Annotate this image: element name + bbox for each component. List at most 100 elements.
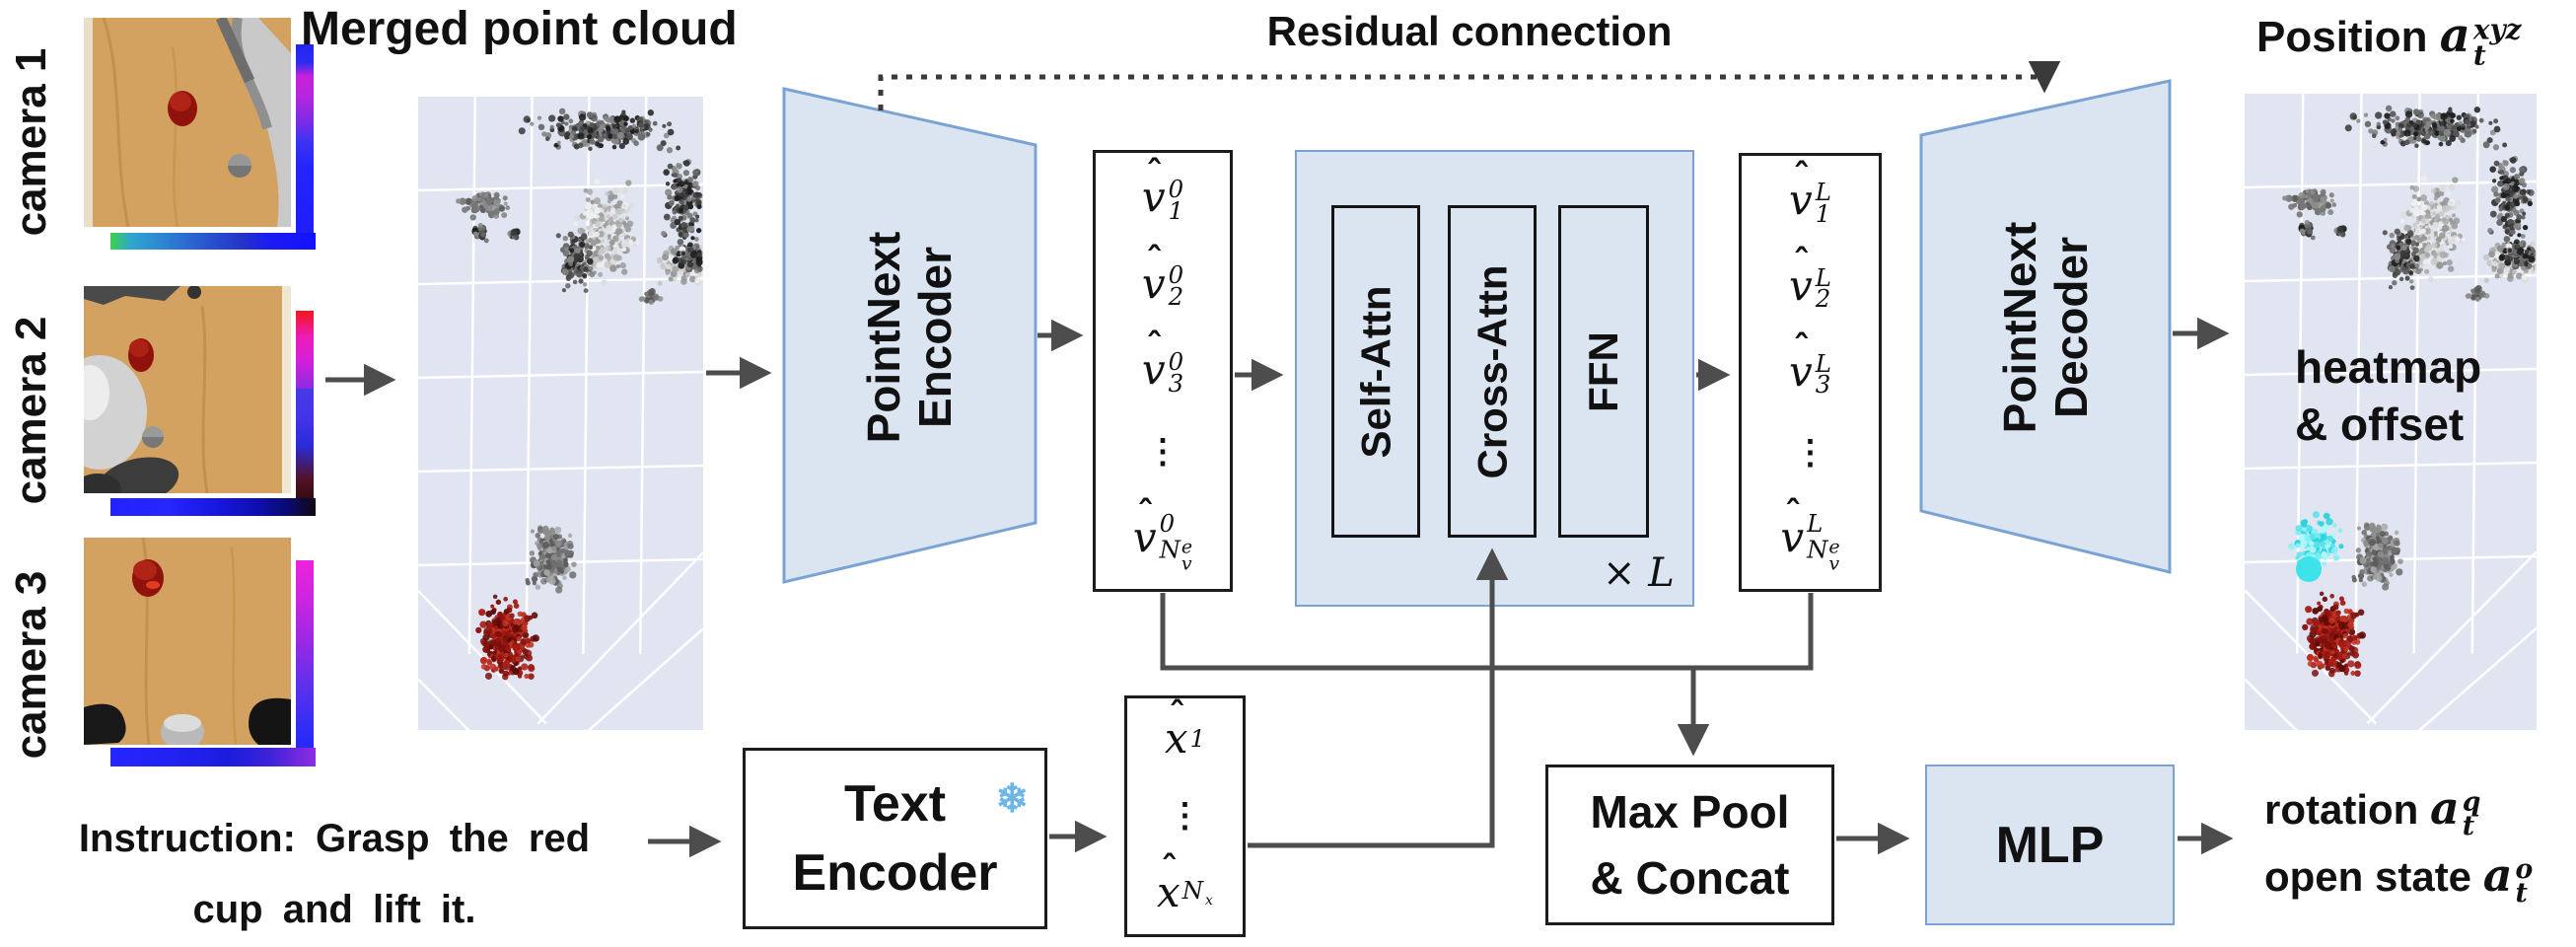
token-sub: 1	[1168, 195, 1184, 225]
token-sub: 3	[1168, 368, 1184, 398]
rotation-word: rotation	[2264, 786, 2419, 833]
snowflake-frozen-icon: ❄	[995, 777, 1029, 821]
token-sub-nsub: v	[1828, 552, 1840, 575]
max-pool-line1: Max Pool	[1590, 785, 1790, 838]
cross-attn-box: Cross-Attn	[1448, 205, 1537, 538]
token-vdots: ⋮	[1793, 433, 1827, 472]
token-sup: 0	[1168, 260, 1184, 290]
cross-attn-label: Cross-Attn	[1468, 264, 1515, 478]
camera1-depth-colorbar-horizontal	[110, 233, 316, 250]
instruction-line2: cup and lift it.	[192, 888, 476, 931]
token-base: x	[1164, 714, 1188, 763]
hat-glyph: ˆ	[1145, 326, 1164, 368]
token-base: a	[2439, 8, 2470, 63]
output-point-cloud-panel	[2245, 94, 2537, 730]
token-base: v	[1789, 176, 1813, 224]
repeat-count-L: L	[1648, 550, 1675, 596]
output-point-cloud-plot	[2245, 94, 2537, 730]
token-sup: 0	[1168, 346, 1184, 376]
camera3-depth-colorbar-vertical	[296, 560, 314, 765]
text-encoder-line1: Text	[843, 774, 947, 833]
hat-glyph: ˆ	[1136, 493, 1155, 536]
token-sup: 0	[1159, 508, 1176, 538]
token-base: x	[1157, 868, 1181, 916]
pointnext-decoder-label: PointNext Decoder	[1976, 101, 2114, 554]
token-sub-N: N	[1159, 535, 1181, 564]
mlp-box: MLP	[1925, 765, 2175, 925]
token-base: a	[2429, 781, 2460, 835]
camera1-image	[84, 18, 291, 227]
camera1-depth-colorbar-vertical	[296, 44, 314, 248]
token-sub: t	[2472, 37, 2486, 71]
pointnext-encoder-label: PointNext Encoder	[840, 110, 978, 564]
hat-glyph: ˆ	[1792, 241, 1811, 283]
hat-glyph: ˆ	[1168, 694, 1186, 737]
token-sub-nsub: x	[1205, 892, 1213, 909]
token-sup: o	[2515, 854, 2534, 886]
position-word: Position	[2256, 13, 2428, 61]
token-base: v	[1141, 345, 1166, 395]
camera2-label: camera 2	[6, 312, 57, 509]
ffn-label: FFN	[1580, 330, 1626, 412]
token-base: v	[1789, 260, 1813, 310]
camera3-depth-colorbar-horizontal	[110, 748, 316, 766]
hat-glyph: ˆ	[1792, 327, 1811, 369]
merged-point-cloud-plot	[418, 97, 703, 730]
token-sup: L	[1815, 348, 1831, 378]
token-sub: 2	[1815, 284, 1831, 314]
camera2-label-text: camera 2	[7, 316, 55, 505]
token-sub-nsup: e	[1181, 536, 1193, 558]
pointnext-encoder-line2: Encoder	[909, 246, 961, 429]
pointnext-encoder-shape	[782, 87, 1038, 584]
residual-connection-label: Residual connection	[1266, 8, 1673, 54]
token-sup: L	[1815, 177, 1831, 206]
camera3-label: camera 3	[6, 566, 57, 764]
camera2-depth-colorbar-horizontal	[110, 498, 316, 516]
text-encoder-line1-wrap: Text	[844, 769, 946, 838]
token-sub: 1	[1815, 198, 1831, 228]
token-sub: 2	[1168, 282, 1184, 312]
token-sub: t	[2515, 878, 2528, 910]
token-sup: L	[1807, 508, 1824, 538]
token-sub-nsub: v	[1181, 552, 1192, 575]
token-vdots: ⋮	[1168, 796, 1202, 835]
ffn-box: FFN	[1558, 205, 1649, 538]
token-sup: q	[2462, 787, 2481, 819]
token-base: v	[1141, 258, 1166, 308]
pointnext-decoder-line2: Decoder	[2045, 236, 2097, 419]
token-sub: 1	[1189, 724, 1206, 753]
token-sup: xyz	[2472, 13, 2522, 46]
token-sub-nsup: e	[1828, 536, 1840, 558]
camera1-label: camera 1	[6, 43, 57, 241]
instruction-line1: Instruction: Grasp the red	[78, 817, 591, 860]
pointnext-decoder-shape	[1919, 79, 2172, 574]
self-attn-box: Self-Attn	[1331, 205, 1420, 538]
heatmap-label-line1: heatmap	[2295, 341, 2482, 393]
token-sup: 0	[1168, 174, 1184, 203]
text-encoder-line2: Encoder	[792, 844, 998, 902]
hat-glyph: ˆ	[1160, 848, 1179, 891]
token-sub: 3	[1815, 370, 1831, 400]
times-glyph: ×	[1603, 550, 1636, 596]
heatmap-label-line2: & offset	[2295, 399, 2465, 450]
token-base: v	[1780, 513, 1805, 562]
pointnext-encoder-line1: PointNext	[857, 231, 909, 444]
camera3-image	[84, 538, 291, 745]
